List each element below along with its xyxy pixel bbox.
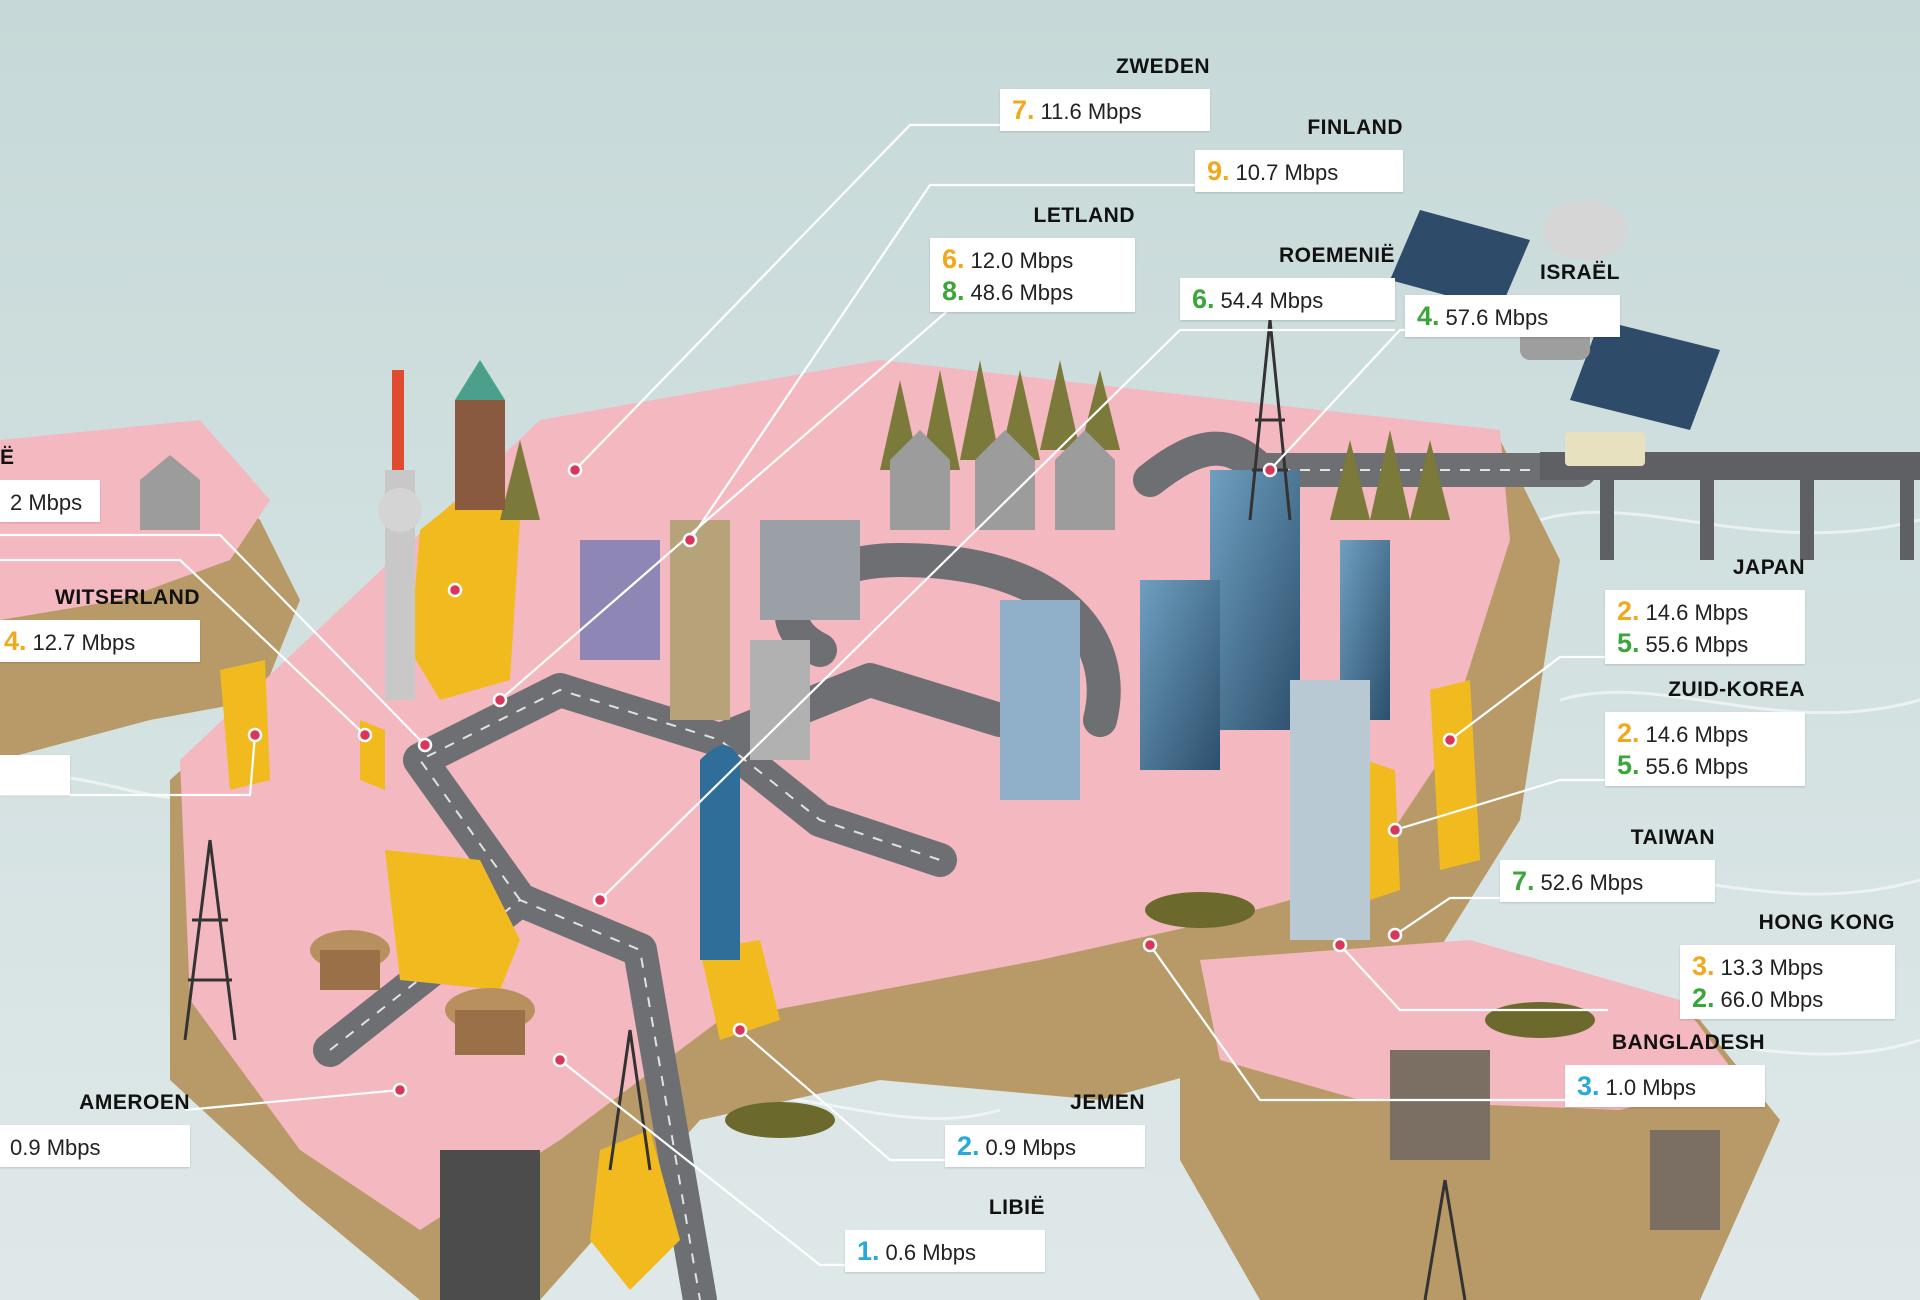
label-empty-left [0, 755, 70, 795]
label-finland: FINLAND 9.10.7 Mbps [1195, 116, 1403, 192]
label-taiwan: TAIWAN 7.52.6 Mbps [1500, 826, 1715, 902]
country-name: BANGLADESH [1611, 1031, 1765, 1054]
speed-value: 0.9 Mbps [10, 1135, 101, 1160]
rank-number: 6. [1192, 284, 1215, 314]
speed-value: 54.4 Mbps [1220, 288, 1324, 313]
speed-value: 13.3 Mbps [1720, 955, 1824, 980]
label-roemenie: ROEMENIË 6.54.4 Mbps [1180, 244, 1395, 320]
houses [140, 430, 1115, 530]
label-bangladesh: BANGLADESH 3.1.0 Mbps [1565, 1031, 1765, 1107]
rank-number: 4. [1417, 301, 1440, 331]
huts [310, 930, 535, 1055]
rank-number: 7. [1512, 866, 1535, 896]
speed-value: 55.6 Mbps [1645, 754, 1749, 779]
label-israel: ISRAËL 4.57.6 Mbps [1405, 261, 1620, 337]
speed-value: 57.6 Mbps [1445, 305, 1549, 330]
transmission-towers [183, 319, 1467, 1300]
speed-value: 11.6 Mbps [1040, 99, 1142, 124]
pine-trees [500, 360, 1450, 520]
label-kameroen: AMEROEN 0.9 Mbps [0, 1091, 190, 1167]
rank-number: 3. [1577, 1071, 1600, 1101]
speed-value: 14.6 Mbps [1645, 600, 1749, 625]
label-japan: JAPAN 2.14.6 Mbps 5.55.6 Mbps [1605, 556, 1805, 664]
rank-number: 2. [957, 1131, 980, 1161]
speed-value: 12.0 Mbps [970, 248, 1074, 273]
country-name: ZWEDEN [1116, 55, 1210, 78]
country-name: WITSERLAND [55, 586, 200, 609]
country-name: TAIWAN [1630, 826, 1715, 849]
country-name: HONG KONG [1758, 911, 1895, 934]
label-letland: LETLAND 6.12.0 Mbps 8.48.6 Mbps [930, 204, 1135, 312]
speed-value: 66.0 Mbps [1720, 987, 1824, 1012]
rank-number: 6. [942, 244, 965, 274]
country-name: LIBIË [988, 1196, 1045, 1219]
country-name: AMEROEN [79, 1091, 190, 1114]
location-pins [247, 462, 1458, 1098]
speed-value: 2 Mbps [10, 490, 83, 515]
speed-value: 52.6 Mbps [1540, 870, 1644, 895]
buildings [378, 360, 1720, 1300]
rank-number: 5. [1617, 750, 1640, 780]
rank-number: 2. [1617, 596, 1640, 626]
country-name: Ë [0, 446, 15, 469]
label-hong-kong: HONG KONG 3.13.3 Mbps 2.66.0 Mbps [1680, 911, 1895, 1019]
rank-number: 5. [1617, 628, 1640, 658]
label-zuid-korea: ZUID-KOREA 2.14.6 Mbps 5.55.6 Mbps [1605, 678, 1805, 786]
label-libie: LIBIË 1.0.6 Mbps [845, 1196, 1045, 1272]
rank-number: 4. [4, 626, 27, 656]
rank-number: 2. [1692, 983, 1715, 1013]
rank-number: 9. [1207, 156, 1230, 186]
rank-number: 8. [942, 276, 965, 306]
country-name: ROEMENIË [1278, 244, 1395, 267]
speed-value: 55.6 Mbps [1645, 632, 1749, 657]
bridge [1540, 432, 1920, 560]
country-name: FINLAND [1307, 116, 1403, 139]
label-cut-off: Ë 2 Mbps [0, 446, 100, 522]
rank-number: 3. [1692, 951, 1715, 981]
label-zweden: ZWEDEN 7.11.6 Mbps [1000, 55, 1210, 131]
speed-value: 0.9 Mbps [985, 1135, 1077, 1160]
rank-number: 2. [1617, 718, 1640, 748]
country-name: JEMEN [1070, 1091, 1145, 1114]
speed-value: 48.6 Mbps [970, 280, 1074, 305]
label-jemen: JEMEN 2.0.9 Mbps [945, 1091, 1145, 1167]
rank-number: 7. [1012, 95, 1035, 125]
speed-value: 0.6 Mbps [885, 1240, 977, 1265]
country-name: LETLAND [1033, 204, 1135, 227]
speed-value: 14.6 Mbps [1645, 722, 1749, 747]
speed-value: 1.0 Mbps [1605, 1075, 1697, 1100]
country-name: ISRAËL [1539, 261, 1620, 284]
label-zwitserland: WITSERLAND 4.12.7 Mbps [0, 586, 200, 662]
speed-value: 12.7 Mbps [32, 630, 136, 655]
country-name: ZUID-KOREA [1668, 678, 1805, 701]
rank-number: 1. [857, 1236, 880, 1266]
country-name: JAPAN [1732, 556, 1805, 579]
speed-value: 10.7 Mbps [1235, 160, 1339, 185]
yellow-regions [220, 490, 1480, 1290]
